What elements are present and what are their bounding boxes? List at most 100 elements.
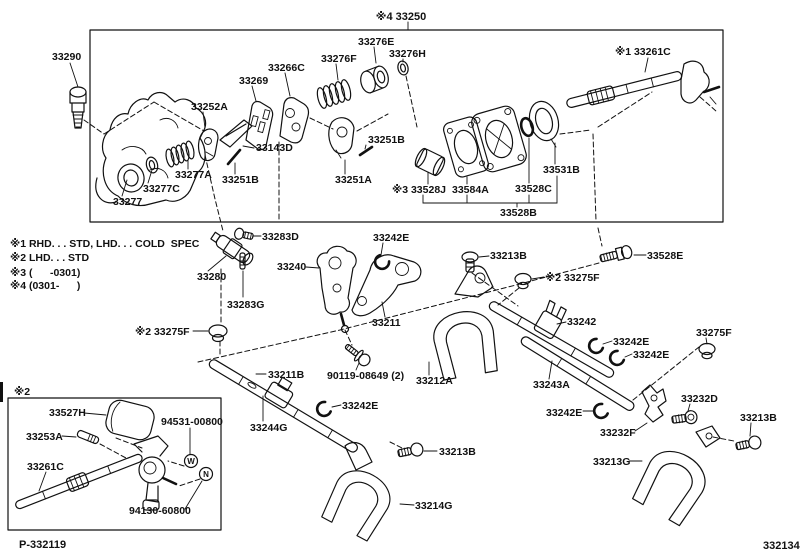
sketch-33213B-bolt-a [461,251,479,273]
sketch-33275F-plug-right [698,342,716,360]
part-label-33253A: 33253A [26,431,63,443]
sketch-inset-lever [133,435,178,511]
part-label-33244G: 33244G [250,422,287,434]
sketch-33242E-clip-d [590,401,610,422]
part-label-33276E: 33276E [358,36,394,48]
sketch-33266C-interlock [279,97,310,144]
part-label-94130-60800: 94130-60800 [129,505,191,517]
sketch-33277A-spring [165,140,195,168]
legend-line-1: ※1 RHD. . . STD, LHD. . . COLD SPEC [10,238,200,250]
part-label-33276F: 33276F [321,53,357,65]
sketch-33261C-inset-shaft [15,453,143,510]
part-label-33232D: 33232D [681,393,718,405]
sketch-33290-switch [69,86,87,129]
sketch-33213B-bolt-b [397,442,424,458]
leader-lines [38,46,752,510]
sketch-33527H-knob [105,399,155,441]
main-parts-box [89,29,724,223]
sketch-33240-shift-head [316,245,357,334]
part-label-33213G: 33213G [593,456,630,468]
part-label-33275F-lhd-left: ※2 33275F [135,326,190,338]
sketch-33261C-shaft [566,60,721,108]
inset-box [7,397,222,531]
part-label-33214G: 33214G [415,500,452,512]
part-label-33251B-left: 33251B [222,174,259,186]
sketch-33528J-roller [414,147,446,177]
part-label-33251B-right: 33251B [368,134,405,146]
sketch-33212A-fork [429,265,501,382]
sketch-33251B-pin-right [358,145,374,157]
sketch-33242E-clip-a [371,252,392,273]
part-label-33290: 33290 [52,51,81,63]
part-label-33528J: ※3 33528J [392,184,446,196]
part-label-33211B: 33211B [268,369,305,381]
part-label-33242E-b: 33242E [613,336,649,348]
sketch-90119-bolt [344,344,371,367]
part-label-94531-00800: 94531-00800 [161,416,223,428]
part-label-33531B: 33531B [543,164,580,176]
part-label-33252A: 33252A [191,101,228,113]
part-label-33283D: 33283D [262,231,299,243]
sketch-marker-w [183,453,199,469]
part-label-33243A: 33243A [533,379,570,391]
part-label-33266C: 33266C [268,62,305,74]
sketch-marker-n [198,466,214,482]
part-label-33269: 33269 [239,75,268,87]
legend-line-2: ※2 LHD. . . STD [10,252,89,264]
inset-tag: ※2 [14,386,30,398]
sketch-33276E-bushing [360,65,389,94]
sketch-33253A-pin [76,429,100,445]
sketch-33242E-clip-c [606,348,627,369]
sketch-33211B-33244G-rail [208,359,358,453]
part-label-33277A: 33277A [175,169,212,181]
sketch-33243A-rail [520,336,635,411]
part-label-33213B-c: 33213B [740,412,777,424]
part-label-33527H: 33527H [49,407,86,419]
part-label-33277C: 33277C [143,183,180,195]
marker-w-label: W [187,457,195,466]
sketch-33275F-plug-left [208,324,228,343]
marker-n-label: N [203,470,209,479]
part-label-33143D: 33143D [256,142,293,154]
sketch-33280-joint [210,231,254,266]
part-label-33528C: 33528C [515,183,552,195]
edge-mark [0,382,3,402]
sketch-33528C-seal [519,116,535,138]
sketch-33277-bushing [117,163,145,193]
sketch-33211-lever [351,254,422,317]
figure-number: 332134 [763,540,801,552]
part-label-33277: 33277 [113,196,142,208]
part-label-33213B-a: 33213B [490,250,527,262]
sketch-33232F-gate [641,384,667,423]
sketch-33584A-gasket [442,116,490,178]
part-label-33242: 33242 [567,316,596,328]
sketch-33277C-oring [145,156,159,174]
part-label-33275F-lhd-mid: ※2 33275F [545,272,600,284]
sketch-33528B-housing [471,105,527,173]
sketch-33242E-clip-b [585,336,606,357]
part-label-33242E-e: 33242E [342,400,378,412]
part-label-33261C-inset: 33261C [27,461,64,473]
sketch-33252A-hub [197,128,219,162]
part-label-33242E-c: 33242E [633,349,669,361]
part-label-33584A: 33584A [452,184,489,196]
sketch-33242E-clip-e [313,399,333,420]
part-label-33528E: 33528E [647,250,683,262]
part-label-33261C-rhd: ※1 33261C [615,46,671,58]
part-label-33528B: 33528B [500,207,537,219]
part-label-33280: 33280 [197,271,226,283]
sketch-33276H-ring [397,60,409,76]
sketch-33232D-bolt [671,410,698,425]
sketch-33528E-bolt [599,245,633,263]
sketch-33242-rail [488,299,615,378]
part-label-33250-title: ※4 33250 [376,11,426,23]
sketch-33283D-bolt [233,227,254,240]
page-ref: P-332119 [19,539,66,551]
sketch-33213B-bolt-c [735,435,762,451]
part-label-33276H: 33276H [389,48,426,60]
part-label-33283G: 33283G [227,299,264,311]
part-label-33213B-b: 33213B [439,446,476,458]
part-label-90119: 90119-08649 (2) [327,370,404,382]
